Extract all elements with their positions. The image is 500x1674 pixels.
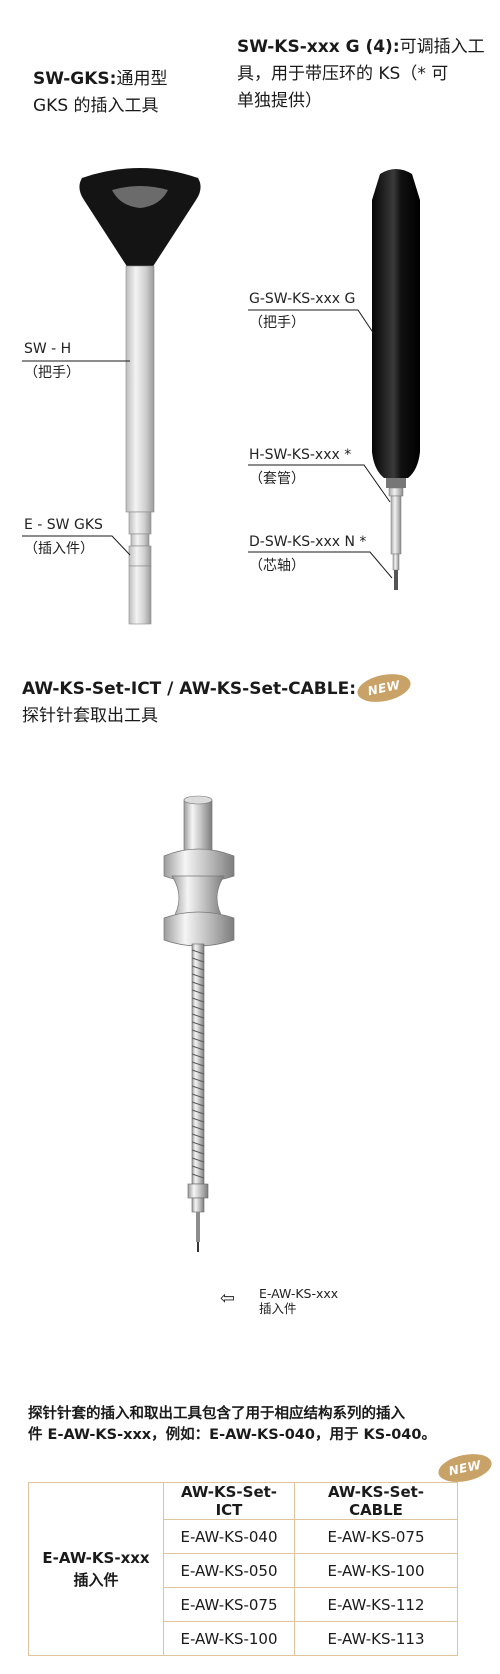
callout-d-sw-ks: D-SW-KS-xxx N * <box>249 534 367 550</box>
aw-ks-set-title-line1: AW-KS-Set-ICT / AW-KS-Set-CABLE: <box>22 679 357 699</box>
new-badge: NEW <box>354 669 414 707</box>
table-cell: E-AW-KS-075 <box>294 1519 458 1554</box>
column-header-cable: AW-KS-Set-CABLE <box>294 1482 458 1520</box>
arrow-label-name: 插入件 <box>259 1301 297 1316</box>
table-row: E-AW-KS-040 E-AW-KS-075 <box>29 1519 458 1554</box>
row-label-name: 插入件 <box>73 1571 119 1589</box>
handle-shape <box>79 168 201 268</box>
table-cell: E-AW-KS-113 <box>294 1621 458 1656</box>
table-cell: E-AW-KS-100 <box>294 1553 458 1588</box>
sw-ks-title-line3: 单独提供） <box>237 91 322 111</box>
aw-ks-set-title: AW-KS-Set-ICT / AW-KS-Set-CABLE: 探针针套取出工… <box>22 676 356 730</box>
sw-ks-title-line2: 具，用于带压环的 KS（* 可 <box>237 64 449 84</box>
table-cell: E-AW-KS-112 <box>294 1587 458 1622</box>
table-cell: E-AW-KS-050 <box>163 1553 295 1588</box>
left-arrow-icon: ⇦ <box>220 1288 236 1309</box>
callout-g-sw-ks: G-SW-KS-xxx G <box>249 291 356 307</box>
callout-e-sw-gks: E - SW GKS <box>24 516 103 534</box>
callout-h-sw-ks-name: （套管） <box>249 471 305 487</box>
arrow-label-code: E-AW-KS-xxx <box>259 1286 339 1301</box>
arrow-label: E-AW-KS-xxx 插入件 <box>259 1286 338 1316</box>
sw-gks-title: SW-GKS:通用型 GKS 的插入工具 <box>33 66 167 120</box>
description-line1: 探针针套的插入和取出工具包含了用于相应结构系列的插入 <box>28 1406 405 1422</box>
table-cell: E-AW-KS-040 <box>163 1519 295 1554</box>
table-row: E-AW-KS-050 E-AW-KS-100 <box>29 1553 458 1588</box>
sw-ks-title: SW-KS-xxx G (4):可调插入工 具，用于带压环的 KS（* 可 单独… <box>237 34 497 115</box>
callout-g-sw-ks-name: （把手） <box>249 315 305 331</box>
callout-e-sw-gks-code: E - SW GKS <box>24 517 103 533</box>
table-cell: E-AW-KS-075 <box>163 1587 295 1622</box>
description-paragraph: 探针针套的插入和取出工具包含了用于相应结构系列的插入 件 E-AW-KS-xxx… <box>28 1404 493 1446</box>
sw-ks-title-code: SW-KS-xxx G (4): <box>237 37 400 57</box>
callout-sw-h-code: SW - H <box>24 341 72 357</box>
table-header-row: E-AW-KS-xxx 插入件 AW-KS-Set-ICT AW-KS-Set-… <box>28 1482 458 1656</box>
callout-e-sw-gks-name: （插入件） <box>24 541 94 557</box>
table-row: E-AW-KS-075 E-AW-KS-112 <box>29 1587 458 1622</box>
callout-h-sw-ks: H-SW-KS-xxx * <box>249 447 352 463</box>
sw-ks-tool-illustration <box>248 169 420 590</box>
callout-sw-h-name: （把手） <box>24 365 80 381</box>
aw-ks-set-title-line2: 探针针套取出工具 <box>22 706 158 726</box>
sw-ks-title-desc: 可调插入工 <box>399 37 485 57</box>
aw-ks-tool-illustration <box>163 795 235 1252</box>
table-cell: E-AW-KS-100 <box>163 1621 295 1656</box>
sw-gks-title-code: SW-GKS: <box>33 69 117 89</box>
description-line2: 件 E-AW-KS-xxx，例如：E-AW-KS-040，用于 KS-040。 <box>28 1427 436 1443</box>
row-label-code: E-AW-KS-xxx <box>42 1549 150 1567</box>
insert-table: E-AW-KS-xxx 插入件 AW-KS-Set-ICT AW-KS-Set-… <box>28 1482 458 1656</box>
new-badge-table: NEW <box>435 1449 495 1487</box>
callout-sw-h: SW - H <box>24 340 71 358</box>
sw-gks-title-line2: GKS 的插入工具 <box>33 96 159 116</box>
sw-gks-tool-illustration <box>22 168 201 625</box>
table-row: E-AW-KS-100 E-AW-KS-113 <box>29 1621 458 1656</box>
column-header-ict: AW-KS-Set-ICT <box>163 1482 295 1520</box>
sw-gks-title-desc: 通用型 <box>116 69 168 89</box>
callout-d-sw-ks-name: （芯轴） <box>249 558 305 574</box>
table-row-label: E-AW-KS-xxx 插入件 <box>28 1482 164 1656</box>
